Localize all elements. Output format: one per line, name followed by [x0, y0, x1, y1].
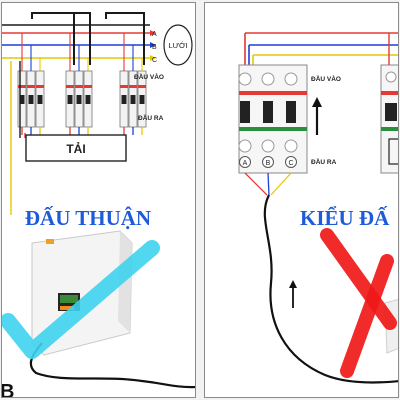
breaker-switch — [85, 95, 91, 104]
breaker-switch — [67, 95, 73, 104]
breaker-band — [75, 85, 83, 88]
arrow-a-icon — [150, 30, 156, 36]
terminal-label-a: A — [243, 160, 248, 167]
terminal-screw-icon — [261, 139, 275, 153]
breaker-switch — [286, 101, 296, 123]
breaker-band — [36, 85, 44, 88]
phase-label-c: C — [152, 57, 157, 64]
inverter-cable — [29, 342, 195, 389]
arrow-up-small-icon — [289, 280, 297, 288]
arrow-c-icon — [150, 55, 156, 61]
phase-label-a: A — [152, 31, 157, 38]
caption-wrong: KIỂU ĐẤ — [300, 206, 390, 230]
breaker-switch — [240, 101, 250, 123]
breaker-band — [18, 85, 26, 88]
input-label: ĐẦU VÀO — [311, 73, 341, 83]
terminal-screw-icon — [284, 72, 298, 86]
breaker-band — [138, 85, 146, 88]
load-box — [25, 134, 127, 162]
corner-text: B — [2, 381, 14, 398]
caption-correct: ĐẤU THUẬN — [25, 206, 151, 230]
breaker-green-band — [239, 127, 307, 131]
breaker-band — [27, 85, 35, 88]
breaker-switch — [130, 95, 136, 104]
second-breaker — [380, 64, 398, 174]
breaker-group-left — [17, 33, 147, 135]
terminal-label-ring — [239, 156, 251, 168]
wrong-wiring-drawing: A B C ĐẦU VÀO ĐẦU RA — [238, 32, 398, 384]
phase-label-b: B — [152, 44, 157, 51]
feed-wire-3 — [105, 12, 145, 65]
feed-wire-1 — [31, 12, 91, 65]
breaker-band — [84, 85, 92, 88]
breaker-switch — [19, 95, 25, 104]
terminal-label-b: B — [266, 160, 271, 167]
breaker-switch — [263, 101, 273, 123]
arrow-up-icon — [312, 97, 322, 107]
wrong-cable — [263, 194, 398, 384]
inverter-logo-icon — [46, 239, 54, 244]
breaker-switch — [28, 95, 34, 104]
breaker-switch — [37, 95, 43, 104]
terminal-screw-icon — [238, 139, 252, 153]
breaker-band — [66, 85, 74, 88]
grid-circle — [163, 24, 193, 66]
breaker-switch — [76, 95, 82, 104]
terminal-screw-icon — [261, 72, 275, 86]
terminal-screw-icon — [284, 139, 298, 153]
correct-wiring-drawing: A B C LƯỚI ĐẦU VÀO ĐẦU RA TẢI — [2, 12, 195, 398]
breaker-band — [129, 85, 137, 88]
breaker-band — [120, 85, 128, 88]
arrow-b-icon — [150, 42, 156, 48]
breaker-switch — [121, 95, 127, 104]
partial-load-box — [388, 138, 398, 165]
load-label: TẢI — [66, 141, 85, 156]
grid-label: LƯỚI — [168, 41, 187, 50]
inverter-led-icon — [60, 306, 74, 310]
panel-wrong-wiring: A B C ĐẦU VÀO ĐẦU RA — [204, 2, 399, 398]
check-mark-icon — [2, 240, 160, 359]
panel-correct-wiring: A B C LƯỚI ĐẦU VÀO ĐẦU RA TẢI — [1, 2, 196, 398]
terminal-label-ring — [262, 156, 274, 168]
breaker-red-band — [239, 91, 307, 95]
cross-mark-icon — [320, 228, 397, 378]
output-label: ĐẦU RA — [311, 156, 337, 166]
terminal-label-ring — [285, 156, 297, 168]
terminal-screw-icon — [238, 72, 252, 86]
terminal-label-c: C — [288, 160, 293, 167]
breaker-switch — [139, 95, 145, 104]
output-label: ĐẦU RA — [138, 112, 164, 122]
input-label: ĐẦU VÀO — [134, 71, 164, 81]
main-breaker — [238, 64, 308, 174]
